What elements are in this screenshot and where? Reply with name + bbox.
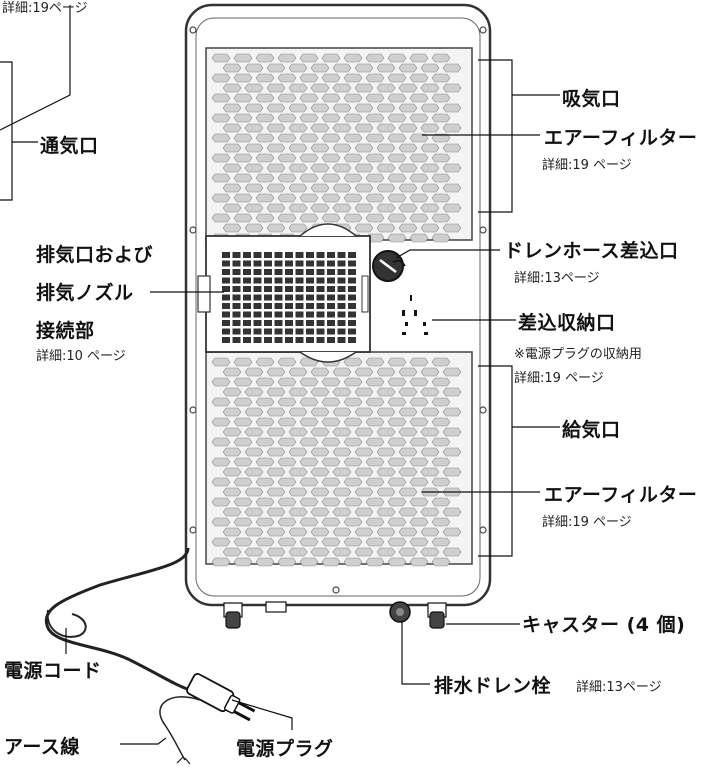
caster-label: キャスター (4 個) (522, 614, 686, 636)
drain-plug-detail: 詳細:13ページ (576, 680, 662, 695)
air-intake-label: 吸気口 (562, 88, 621, 110)
lower-filter-grille (211, 357, 462, 567)
power-cord-label: 電源コード (4, 660, 102, 682)
plug-storage-detail: 詳細:19 ページ (514, 371, 604, 386)
drain-plug-label: 排水ドレン栓 (434, 675, 552, 697)
exhaust-left-clip (197, 275, 211, 313)
exhaust-label-line1: 排気口および (36, 244, 154, 266)
unit-inner-panel (195, 17, 481, 597)
exhaust-label-line3: 接続部 (36, 320, 95, 342)
upper-filter-grille (211, 53, 462, 243)
detail-top-label: 詳細:19ページ (2, 1, 88, 16)
leader-lines (0, 5, 560, 745)
vent-label: 通気口 (40, 135, 99, 157)
screws (189, 26, 487, 594)
power-plug-body (186, 673, 256, 722)
earth-wire-label: アース線 (4, 736, 80, 758)
earth-wire (159, 696, 201, 761)
power-plug-label: 電源プラグ (236, 738, 334, 760)
air-supply-label: 給気口 (562, 419, 621, 441)
upper-filter-detail: 詳細:19 ページ (542, 158, 632, 173)
exhaust-detail: 詳細:10 ページ (36, 349, 126, 364)
lower-filter-detail: 詳細:19 ページ (542, 515, 632, 530)
exhaust-label-line2: 排気ノズル (36, 282, 134, 304)
plug-storage-note: ※電源プラグの収納用 (514, 347, 642, 362)
lower-filter-label: エアーフィルター (544, 484, 698, 506)
drain-hose-label: ドレンホース差込口 (504, 240, 679, 262)
casters (223, 601, 447, 629)
power-cord (44, 547, 191, 692)
plug-storage-label: 差込収納口 (518, 312, 616, 334)
exhaust-grille (222, 252, 356, 343)
plug-storage-slot (402, 295, 428, 335)
drain-hose-detail: 詳細:13ページ (514, 271, 600, 286)
upper-filter-label: エアーフィルター (544, 127, 698, 149)
exhaust-right-clip (361, 275, 369, 313)
